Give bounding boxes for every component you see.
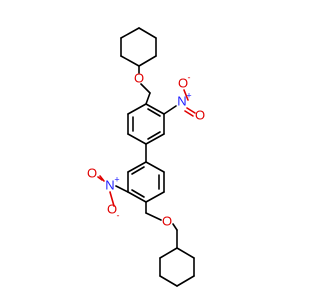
bottom-benzene-ring bbox=[127, 161, 165, 203]
bottom-ether-oxygen-label: O bbox=[162, 213, 172, 228]
top-ether-linkage bbox=[138, 65, 151, 105]
bottom-nitro-oxygen-label: O bbox=[87, 165, 97, 180]
top-ether-oxygen-label: O bbox=[134, 70, 144, 85]
top-nitro-group bbox=[163, 89, 196, 117]
bottom-nitro-oxygen-minus-label: O bbox=[107, 201, 117, 216]
top-nitro-nitrogen-label: N bbox=[177, 93, 186, 108]
bottom-cyclohexane-ring bbox=[159, 229, 195, 287]
bottom-ether-linkage bbox=[145, 201, 178, 231]
top-nitro-plus-charge: + bbox=[186, 90, 191, 100]
top-nitro-oxygen-minus-label: O bbox=[178, 75, 188, 90]
bottom-nitro-group bbox=[97, 175, 129, 207]
molecule-structure-diagram: O N + O - O O N + O - O bbox=[87, 27, 205, 287]
top-nitro-minus-charge: - bbox=[188, 72, 191, 82]
bottom-nitro-nitrogen-label: N bbox=[105, 177, 114, 192]
top-benzene-ring bbox=[127, 103, 165, 145]
bottom-nitro-minus-charge: - bbox=[117, 210, 120, 220]
top-cyclohexane-ring bbox=[120, 27, 157, 67]
bottom-nitro-plus-charge: + bbox=[114, 174, 119, 184]
top-nitro-oxygen-label: O bbox=[195, 107, 205, 122]
